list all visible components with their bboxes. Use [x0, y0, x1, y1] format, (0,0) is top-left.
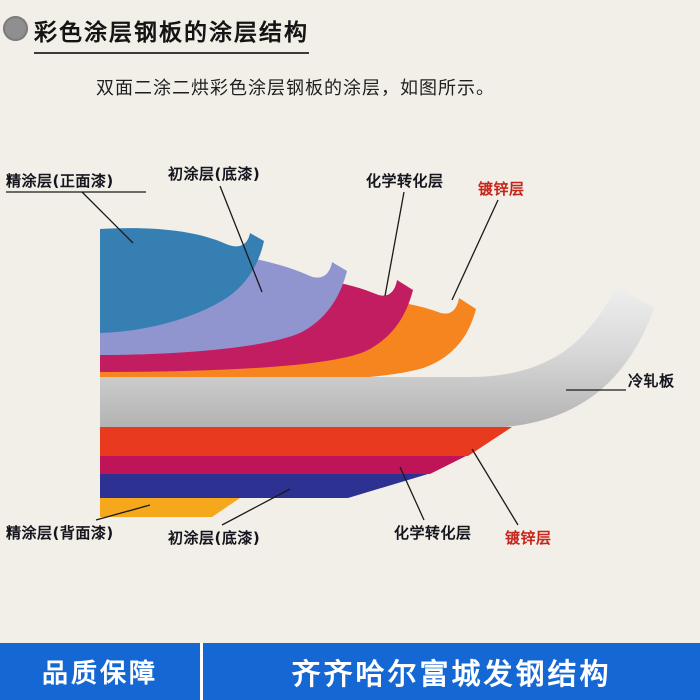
label-primer-bottom: 初涂层(底漆) — [168, 529, 261, 547]
label-fine-coat-front: 精涂层(正面漆) — [6, 172, 114, 190]
layer-fine-coat-back — [100, 498, 240, 517]
layer-cold-rolled-core — [100, 286, 654, 427]
footer-left-text: 品质保障 — [41, 659, 158, 689]
label-chem-top: 化学转化层 — [366, 172, 444, 190]
label-chem-bottom: 化学转化层 — [394, 524, 472, 542]
label-cold-rolled-core: 冷轧板 — [628, 372, 675, 390]
page-title: 彩色涂层钢板的涂层结构 — [34, 13, 309, 54]
layer-fine-coat-front — [100, 228, 264, 333]
footer-right-text: 齐齐哈尔富城发钢结构 — [291, 656, 612, 691]
layer-galvanized-bottom — [100, 427, 512, 456]
connector-lines — [6, 185, 626, 526]
layer-primer-bottom — [100, 474, 428, 498]
label-galvanized-bottom: 镀锌层 — [505, 529, 552, 547]
footer-banner: 品质保障 齐齐哈尔富城发钢结构 — [0, 643, 700, 700]
label-primer-top: 初涂层(底漆) — [168, 165, 261, 183]
footer-divider — [200, 643, 203, 700]
layer-chem-bottom — [100, 456, 466, 474]
title-bullet-icon — [3, 16, 28, 41]
label-galvanized-top: 镀锌层 — [478, 180, 525, 198]
subtitle: 双面二涂二烘彩色涂层钢板的涂层，如图所示。 — [96, 78, 495, 99]
label-fine-coat-back: 精涂层(背面漆) — [6, 524, 114, 542]
